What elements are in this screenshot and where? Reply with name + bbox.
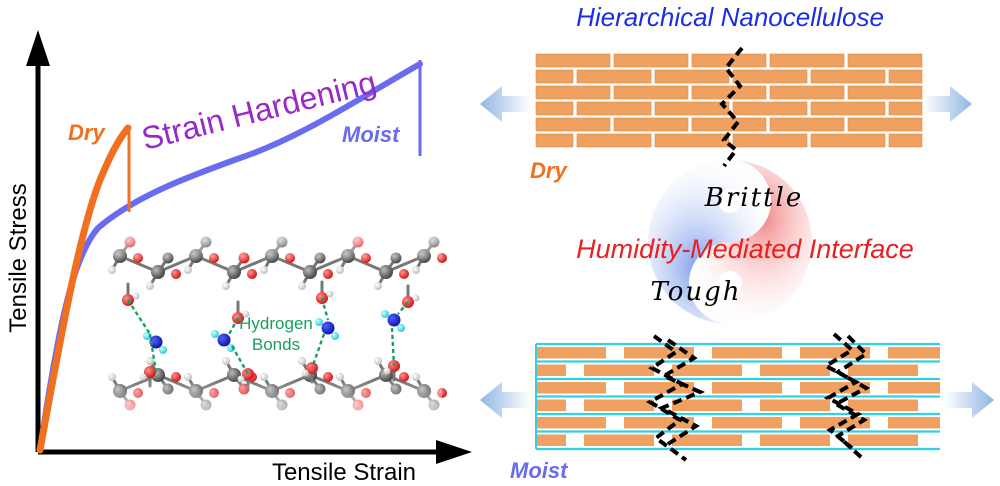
moist-crack-line-3 (821, 332, 863, 450)
yin-yang-dot-top (718, 189, 742, 213)
dry-brick (810, 69, 886, 84)
dry-crack-line (719, 46, 744, 168)
moist-brick (760, 434, 830, 446)
moist-brick (536, 417, 606, 429)
dry-brick (847, 85, 923, 100)
moist-brick (888, 347, 940, 359)
moist-crack-line-4 (831, 334, 871, 460)
moist-brick (624, 417, 694, 429)
dry-brick (535, 69, 574, 84)
dry-brick (769, 117, 845, 132)
moist-brick (672, 434, 742, 446)
x-axis-arrowhead (436, 440, 472, 464)
dry-brick (576, 101, 652, 116)
dry-brick (535, 133, 574, 148)
dry-brick (732, 133, 808, 148)
dry-brick (810, 101, 886, 116)
dry-brick (654, 101, 730, 116)
molecule-fade-overlay (112, 228, 442, 414)
graph-axes (26, 30, 472, 464)
yin-yang-symbol (648, 160, 812, 324)
dry-brick (732, 69, 808, 84)
moist-curve-label: Moist (342, 122, 401, 147)
dry-brick (888, 101, 923, 116)
dry-right-pull-arrow (924, 86, 972, 122)
tough-label: Tough (650, 277, 741, 307)
moist-brick (536, 364, 566, 376)
moist-brick (888, 417, 940, 429)
y-axis-arrowhead (26, 30, 50, 66)
dry-brick (654, 69, 730, 84)
moist-brick (536, 347, 606, 359)
dry-brick (847, 117, 923, 132)
moist-brick (624, 382, 694, 394)
moist-brick (712, 417, 782, 429)
moist-brick (848, 434, 918, 446)
dry-brick (732, 101, 808, 116)
moist-brick (760, 399, 830, 411)
dry-curve-label: Dry (68, 120, 106, 145)
moist-brick (536, 399, 566, 411)
dry-left-pull-arrow (480, 86, 530, 122)
hydrogen-bonds-label-line2: Bonds (252, 335, 300, 354)
humidity-mediated-interface-title: Humidity-Mediated Interface (576, 234, 914, 264)
moist-brick (584, 399, 654, 411)
hydrogen-bonds-label-line1: Hydrogen (239, 314, 313, 333)
moist-right-pull-arrow (944, 382, 994, 418)
moist-brick (848, 364, 918, 376)
moist-brick (624, 347, 694, 359)
moist-brick (536, 434, 566, 446)
y-axis-label: Tensile Stress (5, 183, 32, 332)
moist-brick (848, 399, 918, 411)
moist-brick (584, 364, 654, 376)
moist-crack-line-2 (657, 338, 706, 446)
moist-brick (672, 399, 742, 411)
moist-brick (888, 382, 940, 394)
moist-brick-structure (535, 342, 940, 451)
x-axis-label: Tensile Strain (272, 459, 416, 486)
dry-brick (810, 133, 886, 148)
moist-brick (800, 417, 870, 429)
dry-brick (576, 69, 652, 84)
dry-brick (654, 133, 730, 148)
dry-brick (613, 117, 689, 132)
dry-brick (535, 101, 574, 116)
moist-brick (672, 364, 742, 376)
brittle-label: Brittle (704, 183, 803, 213)
dry-brick (535, 53, 611, 68)
moist-state-label: Moist (510, 458, 569, 483)
moist-brick (800, 347, 870, 359)
moist-brick (584, 434, 654, 446)
dry-brick (769, 53, 845, 68)
moist-brick (760, 364, 830, 376)
hierarchical-nanocellulose-title: Hierarchical Nanocellulose (576, 2, 884, 32)
dry-brick (691, 85, 767, 100)
moist-left-pull-arrow (480, 382, 530, 418)
dry-brick (888, 133, 923, 148)
dry-brick (691, 117, 767, 132)
moist-brick (712, 382, 782, 394)
dry-brick (576, 133, 652, 148)
dry-brick (535, 85, 611, 100)
moist-crack-line-1 (646, 334, 688, 462)
moist-brick (800, 382, 870, 394)
dry-brick (613, 53, 689, 68)
dry-brick (769, 85, 845, 100)
dry-stress-strain-curve (36, 124, 132, 454)
dry-brick (613, 85, 689, 100)
dry-brick (888, 69, 923, 84)
dry-state-label: Dry (530, 158, 568, 183)
dry-brick-structure (535, 53, 923, 148)
dry-brick (535, 117, 611, 132)
moist-brick (536, 382, 606, 394)
moist-brick (712, 347, 782, 359)
dry-brick (847, 53, 923, 68)
yin-yang-dot-bottom (718, 271, 742, 295)
